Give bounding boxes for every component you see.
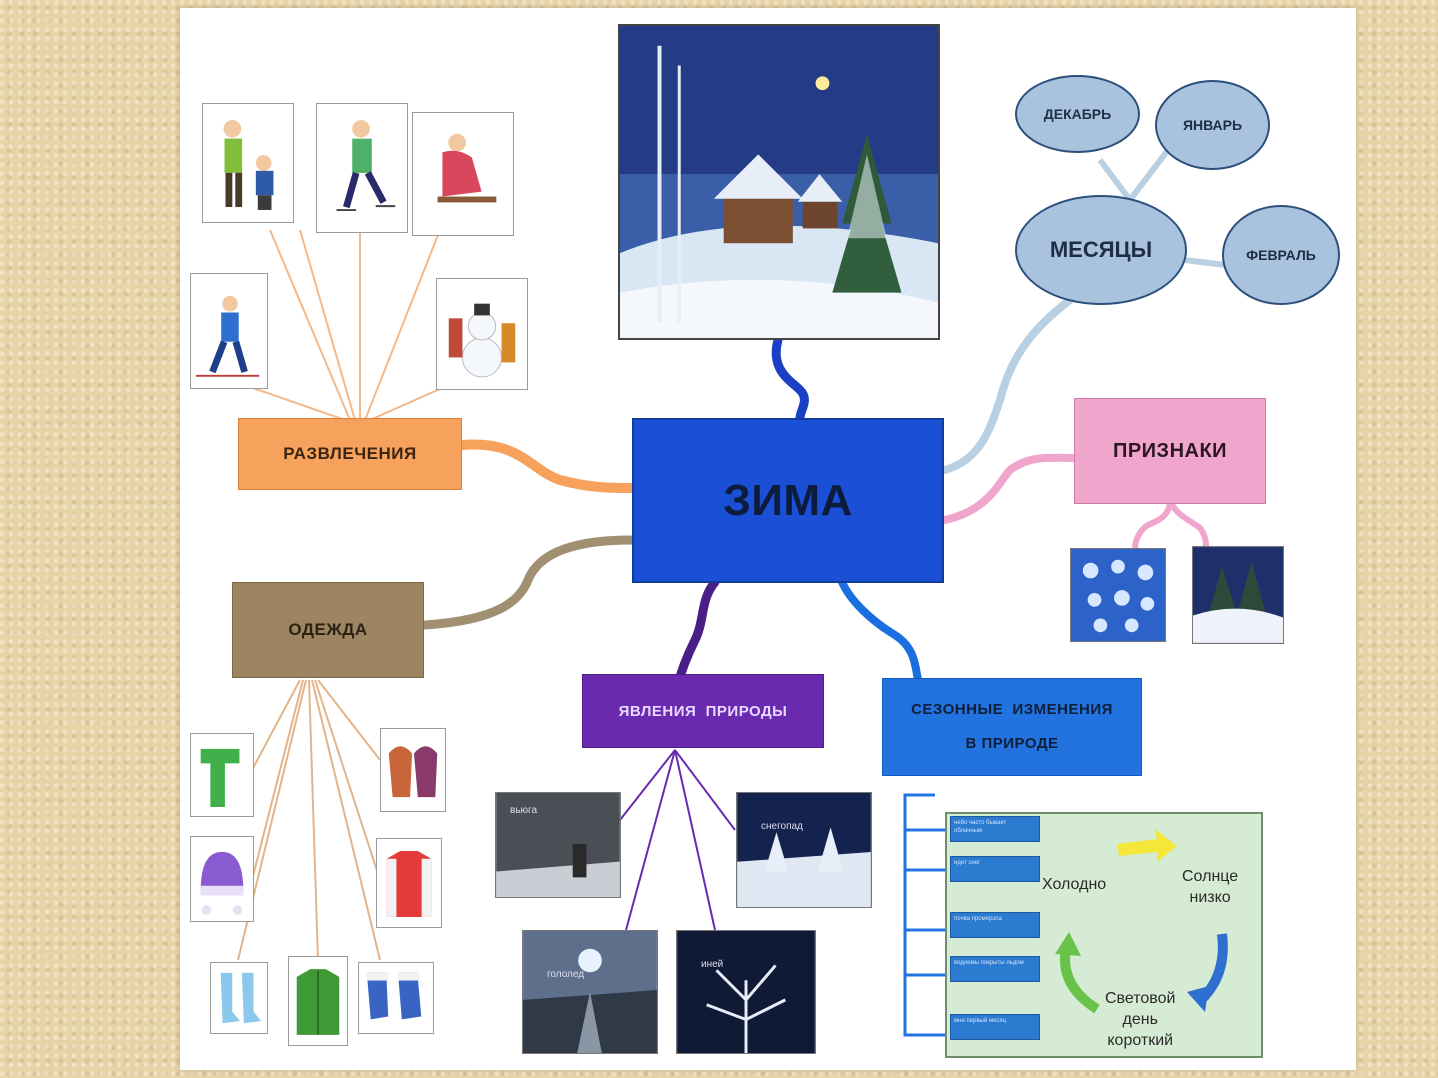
month-february-label: ФЕВРАЛЬ bbox=[1246, 247, 1316, 263]
month-december: ДЕКАБРЬ bbox=[1015, 75, 1140, 153]
center-label: ЗИМА bbox=[723, 475, 853, 525]
mittens-picture bbox=[380, 728, 446, 812]
branch-seasonal-label-line2: В ПРИРОДЕ bbox=[965, 735, 1059, 752]
black-ice-photo: гололед bbox=[522, 930, 658, 1054]
black-ice-caption: гололед bbox=[547, 969, 585, 980]
cycle-cold: Холодно bbox=[1042, 876, 1107, 893]
snowflakes-picture bbox=[1070, 548, 1166, 642]
change-box-4: водоемы покрыты льдом bbox=[950, 956, 1040, 982]
month-january: ЯНВАРЬ bbox=[1155, 80, 1270, 170]
branch-signs-label: ПРИЗНАКИ bbox=[1112, 439, 1228, 462]
branch-signs: ПРИЗНАКИ bbox=[1074, 398, 1266, 504]
cycle-short-daylight: Световой день короткий bbox=[1105, 990, 1176, 1049]
branch-seasonal-label-line1: СЕЗОННЫЕ ИЗМЕНЕНИЯ bbox=[911, 701, 1113, 718]
change-box-5: мне первый месяц bbox=[950, 1014, 1040, 1040]
branch-phenomena: ЯВЛЕНИЯ ПРИРОДЫ bbox=[582, 674, 824, 748]
jacket-picture bbox=[288, 956, 348, 1046]
branch-clothes-label: ОДЕЖДА bbox=[288, 620, 368, 639]
snowman-picture bbox=[436, 278, 528, 390]
blizzard-photo: вьюга bbox=[495, 792, 621, 898]
month-february: ФЕВРАЛЬ bbox=[1222, 205, 1340, 305]
branch-phenomena-label: ЯВЛЕНИЯ ПРИРОДЫ bbox=[618, 702, 788, 720]
hoarfrost-photo: иней bbox=[676, 930, 816, 1054]
snow-forest-picture bbox=[1192, 546, 1284, 644]
vest-picture bbox=[376, 838, 442, 928]
boots-picture bbox=[358, 962, 434, 1034]
snowball-fight-picture bbox=[202, 103, 294, 223]
change-box-3: почва промерзла bbox=[950, 912, 1040, 938]
hoarfrost-caption: иней bbox=[701, 959, 724, 970]
skiing-picture bbox=[190, 273, 268, 389]
month-december-label: ДЕКАБРЬ bbox=[1043, 106, 1112, 122]
blizzard-caption: вьюга bbox=[510, 805, 538, 816]
winter-hat-picture bbox=[190, 836, 254, 922]
month-january-label: ЯНВАРЬ bbox=[1182, 117, 1243, 133]
branch-fun-label: РАЗВЛЕЧЕНИЯ bbox=[283, 444, 417, 463]
branch-seasonal-changes: СЕЗОННЫЕ ИЗМЕНЕНИЯ В ПРИРОДЕ bbox=[882, 678, 1142, 776]
scarf-picture bbox=[190, 733, 254, 817]
socks-picture bbox=[210, 962, 268, 1034]
cycle-sun-low: Солнце низко bbox=[1182, 868, 1239, 906]
change-box-1: небо часто бывает облачным bbox=[950, 816, 1040, 842]
winter-landscape-painting bbox=[618, 24, 940, 340]
skating-picture bbox=[316, 103, 408, 233]
center-node-winter: ЗИМА bbox=[632, 418, 944, 583]
branch-clothes: ОДЕЖДА bbox=[232, 582, 424, 678]
months-hub-label: МЕСЯЦЫ bbox=[1049, 237, 1153, 262]
snowfall-caption: снегопад bbox=[761, 821, 803, 832]
cycle-arrows bbox=[1055, 829, 1228, 1014]
snowfall-photo: снегопад bbox=[736, 792, 872, 908]
branch-fun: РАЗВЛЕЧЕНИЯ bbox=[238, 418, 462, 490]
change-box-2: идет снег bbox=[950, 856, 1040, 882]
months-hub: МЕСЯЦЫ bbox=[1015, 195, 1187, 305]
sledding-picture bbox=[412, 112, 514, 236]
